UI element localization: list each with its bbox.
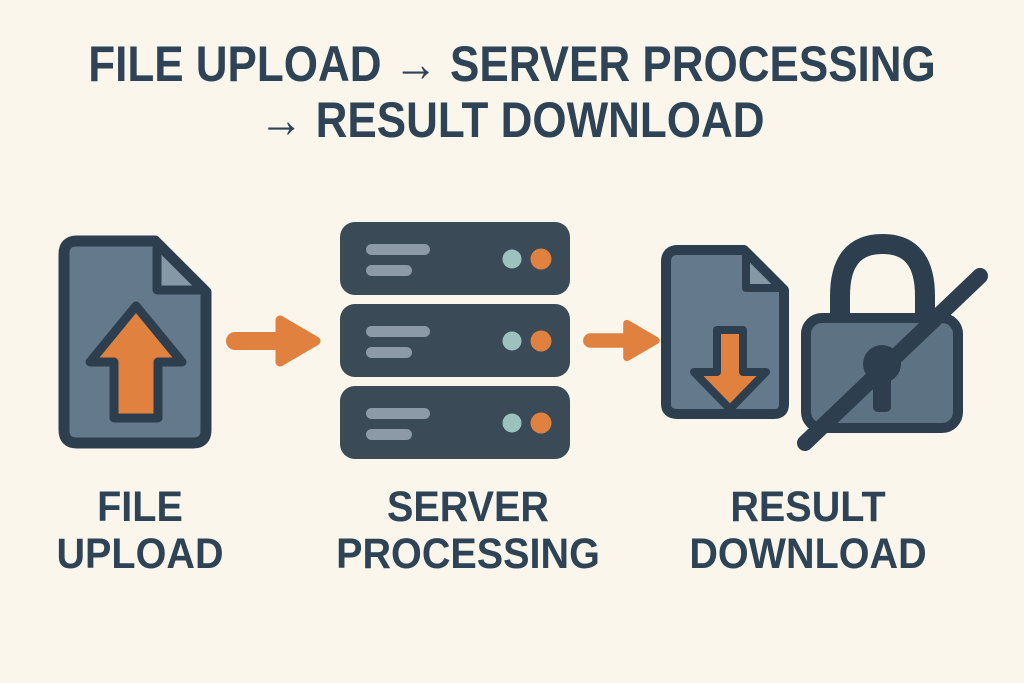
page-title: FILE UPLOAD → SERVER PROCESSING → RESULT… [61, 36, 962, 148]
step-label-line: FILE [97, 483, 183, 531]
file-upload-icon [57, 234, 213, 450]
server-slab-2 [340, 304, 570, 377]
step-label-line: PROCESSING [336, 530, 600, 578]
step-label-line: DOWNLOAD [689, 530, 927, 578]
arrow-right-icon [226, 312, 322, 370]
server-slab-3 [340, 386, 570, 459]
server-slab-1 [340, 222, 570, 295]
step-label-file-upload: FILE UPLOAD [0, 484, 296, 578]
server-stack-icon [340, 222, 570, 459]
step-label-line: SERVER [387, 483, 549, 531]
lock-crossed-out-icon [792, 228, 992, 458]
title-line-2: → RESULT DOWNLOAD [259, 92, 765, 148]
arrow-right-icon [583, 317, 661, 364]
step-label-line: UPLOAD [56, 530, 224, 578]
file-download-icon [660, 244, 790, 420]
step-label-result-download: RESULT DOWNLOAD [652, 484, 965, 578]
step-label-server-processing: SERVER PROCESSING [312, 484, 625, 578]
step-label-line: RESULT [730, 483, 886, 531]
title-line-1: FILE UPLOAD → SERVER PROCESSING [88, 36, 936, 92]
